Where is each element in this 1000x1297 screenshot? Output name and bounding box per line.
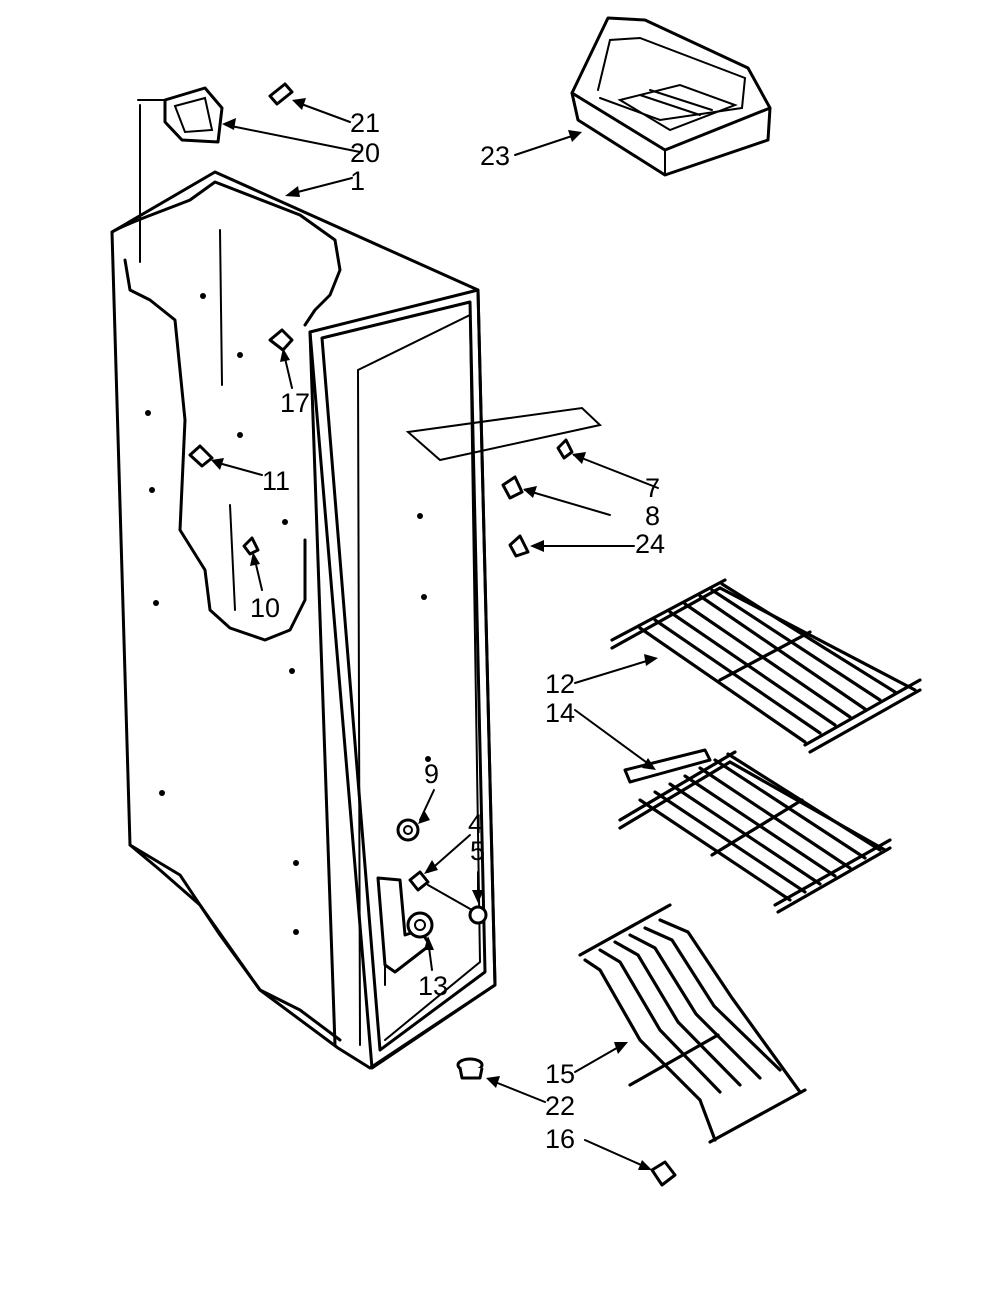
callout-9: 9 [424, 759, 439, 789]
callout-12: 12 [545, 669, 575, 699]
callout-16: 16 [545, 1124, 575, 1154]
fastener-10 [242, 536, 263, 591]
shelf-stop-16 [584, 1139, 677, 1187]
clip-7 [556, 438, 659, 489]
fastener-11 [188, 444, 263, 476]
freezer-liner [110, 104, 497, 1070]
cap-22 [456, 1057, 546, 1103]
fastener-17 [268, 328, 294, 389]
ice-bin [514, 16, 772, 177]
callout-11: 11 [262, 466, 290, 496]
callout-10: 10 [250, 593, 280, 623]
clip-24 [508, 534, 635, 558]
callout-17: 17 [280, 388, 310, 418]
callout-15: 15 [545, 1059, 575, 1089]
top-bracket [137, 86, 361, 153]
callout-7: 7 [645, 473, 660, 503]
callout-1: 1 [350, 166, 365, 196]
callout-8: 8 [645, 501, 660, 531]
callout-22: 22 [545, 1091, 575, 1121]
callout-24: 24 [635, 529, 665, 559]
bracket-plate [405, 406, 603, 462]
callout-4: 4 [468, 809, 483, 839]
callout-14: 14 [545, 698, 575, 728]
screw-21 [268, 82, 351, 123]
callout-21: 21 [350, 108, 380, 138]
fastener-9 [396, 789, 435, 842]
callout-5: 5 [470, 836, 485, 866]
callout-13: 13 [418, 971, 448, 1001]
callout-23: 23 [480, 141, 510, 171]
wire-shelf-15 [574, 903, 807, 1144]
fastener-5 [472, 871, 484, 903]
callout-20: 20 [350, 138, 380, 168]
wire-shelf-14 [574, 709, 892, 914]
wire-shelf-12 [574, 578, 922, 754]
fastener-4 [408, 834, 488, 925]
clip-8 [501, 475, 611, 516]
fastener-13 [406, 911, 434, 971]
